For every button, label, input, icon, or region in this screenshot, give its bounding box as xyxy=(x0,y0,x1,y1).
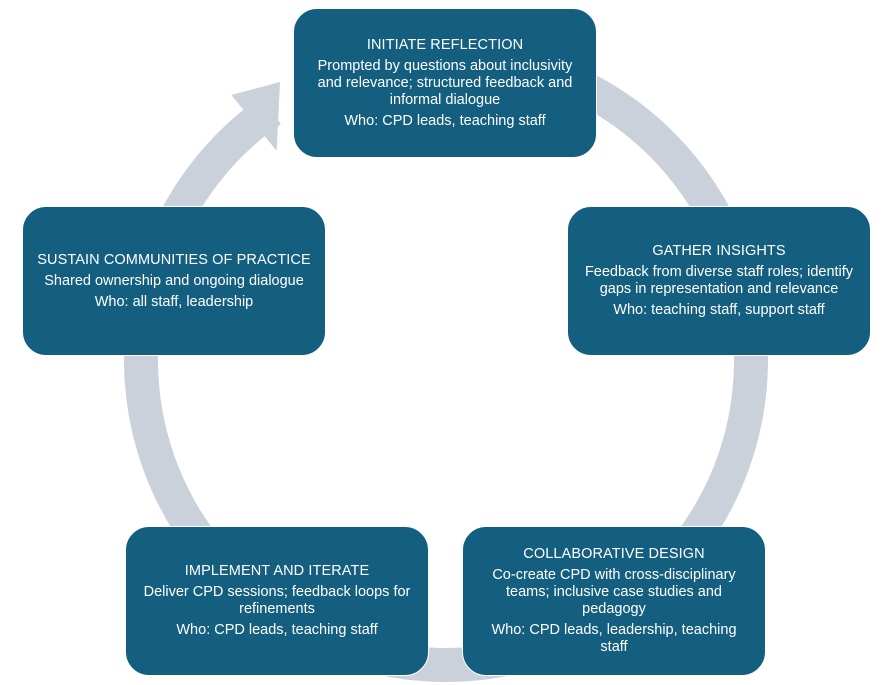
step-sustain-communities: SUSTAIN COMMUNITIES OF PRACTICE Shared o… xyxy=(22,206,326,356)
step-description: Shared ownership and ongoing dialogue xyxy=(44,272,304,289)
step-implement-and-iterate: IMPLEMENT AND ITERATE Deliver CPD sessio… xyxy=(125,526,429,676)
cycle-arrowhead-icon xyxy=(231,82,280,151)
step-collaborative-design: COLLABORATIVE DESIGN Co-create CPD with … xyxy=(462,526,766,676)
step-who: Who: CPD leads, teaching staff xyxy=(176,622,378,638)
step-description: Co-create CPD with cross-disciplinary te… xyxy=(492,567,736,617)
step-who: Who: teaching staff, support staff xyxy=(613,302,825,318)
step-description: Feedback from diverse staff roles; ident… xyxy=(584,264,854,297)
step-who: Who: all staff, leadership xyxy=(94,293,254,310)
step-description: Deliver CPD sessions; feedback loops for… xyxy=(143,584,411,617)
step-description: Prompted by questions about inclusivity … xyxy=(317,57,573,108)
step-title: IMPLEMENT AND ITERATE xyxy=(184,563,370,579)
step-gather-insights: GATHER INSIGHTS Feedback from diverse st… xyxy=(567,206,871,356)
step-initiate-reflection: INITIATE REFLECTION Prompted by question… xyxy=(293,8,597,158)
step-title: COLLABORATIVE DESIGN xyxy=(523,546,705,562)
step-title: GATHER INSIGHTS xyxy=(652,243,786,259)
step-who: Who: CPD leads, teaching staff xyxy=(344,112,546,129)
step-title: INITIATE REFLECTION xyxy=(366,36,524,53)
step-who: Who: CPD leads, leadership, teaching sta… xyxy=(491,622,737,655)
step-title: SUSTAIN COMMUNITIES OF PRACTICE xyxy=(37,251,311,268)
